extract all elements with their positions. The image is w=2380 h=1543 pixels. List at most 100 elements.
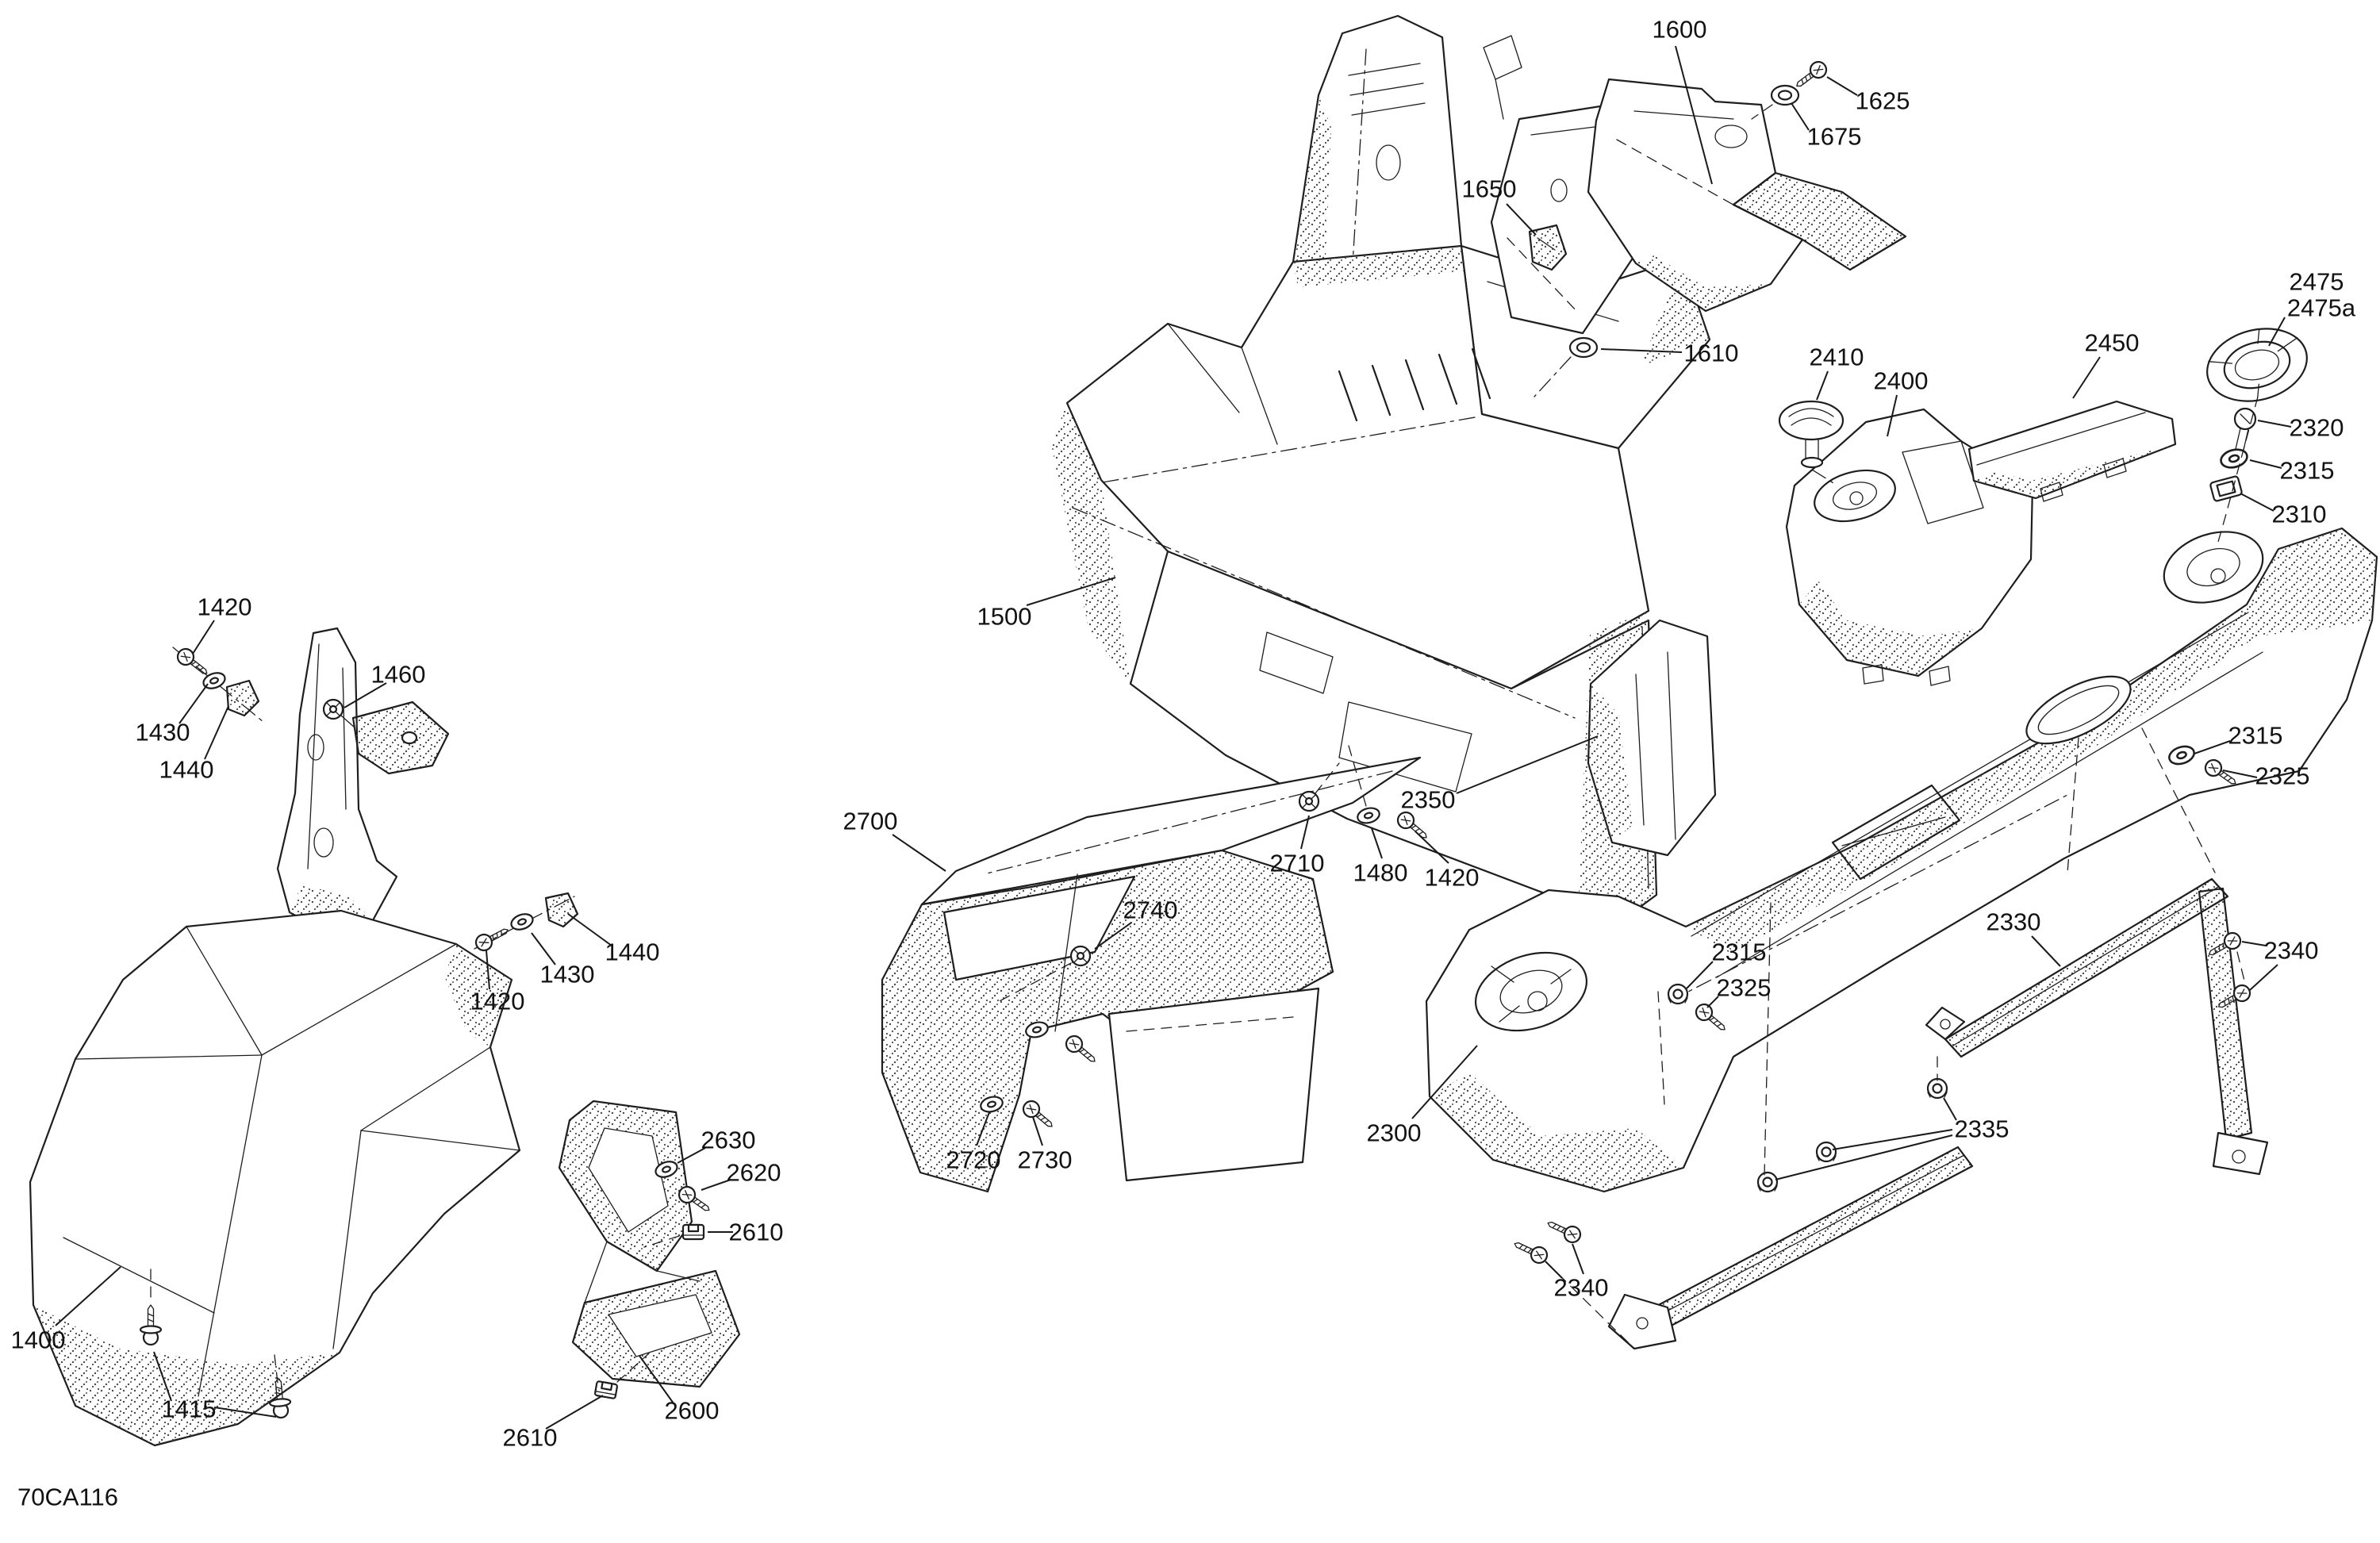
callout-c-2730: 2730 bbox=[1018, 1146, 1073, 1174]
screw-icon bbox=[1510, 1235, 1551, 1267]
leader-line-2320 bbox=[2257, 420, 2292, 428]
leader-line-1625 bbox=[1826, 76, 1858, 96]
leader-line-2315 bbox=[1686, 961, 1714, 989]
nut-icon bbox=[1815, 1141, 1837, 1163]
callout-c-2340-bottom: 2340 bbox=[1554, 1274, 1609, 1302]
leader-line-2315 bbox=[2249, 459, 2282, 469]
callout-c-1460: 1460 bbox=[371, 661, 426, 689]
part-2700-side-panel bbox=[881, 756, 1422, 1193]
callout-c-2410: 2410 bbox=[1810, 344, 1864, 371]
callout-c-1600: 1600 bbox=[1653, 16, 1707, 44]
leader-line-1610 bbox=[1600, 348, 1683, 353]
callout-c-1650: 1650 bbox=[1462, 175, 1517, 203]
callout-c-2630: 2630 bbox=[701, 1127, 756, 1154]
leader-line-1600 bbox=[1675, 45, 1713, 185]
callout-c-1500: 1500 bbox=[977, 603, 1032, 631]
latch-icon bbox=[1528, 224, 1568, 271]
fastener-stack bbox=[2209, 396, 2259, 548]
leader-line-2335 bbox=[1832, 1129, 1953, 1150]
callout-c-1610: 1610 bbox=[1684, 340, 1739, 367]
callout-c-1420-center: 1420 bbox=[1425, 864, 1480, 892]
leader-line-1420 bbox=[192, 620, 215, 654]
leader-line-2720 bbox=[976, 1111, 990, 1146]
leader-line-2740 bbox=[1094, 922, 1132, 950]
callout-c-2475: 2475 bbox=[2290, 268, 2344, 296]
leader-line-2450 bbox=[2072, 356, 2101, 399]
nut-icon bbox=[1756, 1171, 1779, 1193]
callout-c-1420-left: 1420 bbox=[198, 593, 252, 621]
clip-icon bbox=[681, 1223, 705, 1241]
leader-line-2335 bbox=[1775, 1134, 1953, 1180]
leader-line-1400 bbox=[55, 1266, 121, 1326]
clip-icon bbox=[593, 1380, 619, 1400]
part-1400-front-panel-assembly bbox=[29, 627, 579, 1447]
grommet-icon bbox=[1568, 336, 1599, 359]
callout-c-figure-code: 70CA116 bbox=[17, 1484, 118, 1511]
callout-c-2710: 2710 bbox=[1270, 850, 1325, 877]
leader-line-2330 bbox=[2031, 935, 2061, 967]
callout-c-2620: 2620 bbox=[727, 1159, 781, 1187]
callout-c-2700: 2700 bbox=[843, 808, 898, 835]
leader-line-2340 bbox=[2249, 964, 2278, 991]
support-leg bbox=[2198, 887, 2253, 1141]
leader-line-1650 bbox=[1506, 203, 1537, 236]
leader-line-2340 bbox=[1545, 1261, 1563, 1279]
screw-icon bbox=[1791, 57, 1831, 94]
callout-c-1675: 1675 bbox=[1807, 123, 1862, 151]
part-1600-backrest-panel bbox=[1587, 78, 1907, 313]
leader-line-1415 bbox=[213, 1407, 277, 1418]
top-fasteners bbox=[1528, 57, 1831, 397]
leader-line-2315 bbox=[2194, 740, 2231, 754]
nut-icon bbox=[1667, 983, 1689, 1005]
leader-line-1415 bbox=[153, 1351, 172, 1402]
screw-icon bbox=[1061, 1031, 1101, 1069]
leader-line-1675 bbox=[1791, 102, 1810, 131]
leader-line-1440 bbox=[204, 705, 229, 760]
callout-c-1430-mid: 1430 bbox=[540, 961, 595, 988]
callout-c-2600: 2600 bbox=[665, 1397, 720, 1425]
bracket-1460 bbox=[351, 700, 450, 775]
leader-line-2475a bbox=[2268, 317, 2286, 347]
part-1500-console bbox=[1051, 14, 1711, 923]
screw-icon bbox=[1019, 1096, 1058, 1134]
screw-icon bbox=[1543, 1215, 1584, 1246]
washer-icon bbox=[508, 910, 536, 934]
support-bar bbox=[1944, 877, 2229, 1058]
part-2400-tank-console bbox=[1778, 328, 2308, 686]
callout-c-1420-mid: 1420 bbox=[470, 988, 525, 1015]
callout-c-2320: 2320 bbox=[2290, 414, 2344, 442]
push-clip-icon bbox=[322, 698, 344, 720]
callout-c-2310: 2310 bbox=[2272, 501, 2327, 528]
callout-c-1400: 1400 bbox=[11, 1326, 66, 1354]
callout-c-2720: 2720 bbox=[946, 1146, 1001, 1174]
leader-line-1420 bbox=[1415, 831, 1449, 864]
leader-line-2325 bbox=[1706, 996, 1719, 1008]
leader-line-2730 bbox=[1032, 1116, 1043, 1146]
center-fasteners bbox=[1298, 745, 1433, 845]
leader-line-2600 bbox=[639, 1355, 674, 1404]
part-2600-bracket bbox=[558, 1100, 741, 1400]
callout-c-1625: 1625 bbox=[1856, 87, 1910, 115]
leader-line-2325 bbox=[2222, 770, 2258, 778]
leader-line-2350 bbox=[1456, 735, 1599, 794]
callout-c-2740: 2740 bbox=[1123, 896, 1178, 924]
nut-icon bbox=[1926, 1077, 1948, 1100]
screw-icon bbox=[472, 922, 512, 954]
grommet-icon bbox=[1770, 84, 1800, 106]
tank-console bbox=[1785, 408, 2034, 677]
callout-c-1480: 1480 bbox=[1353, 859, 1408, 887]
leader-line-2310 bbox=[2240, 493, 2274, 512]
washer-icon bbox=[2217, 445, 2251, 472]
leader-line-1440 bbox=[567, 913, 612, 946]
splash-guard bbox=[1107, 987, 1320, 1182]
callout-c-2340-right: 2340 bbox=[2264, 937, 2319, 965]
latch-icon bbox=[225, 679, 260, 717]
callout-c-1430-left: 1430 bbox=[136, 719, 190, 747]
callout-c-2300: 2300 bbox=[1367, 1119, 1422, 1147]
leader-line-1430 bbox=[178, 683, 209, 724]
part-2300-tunnel bbox=[1425, 527, 2378, 1193]
leader-line-2710 bbox=[1300, 815, 1310, 850]
callout-c-2335: 2335 bbox=[1955, 1115, 2010, 1143]
